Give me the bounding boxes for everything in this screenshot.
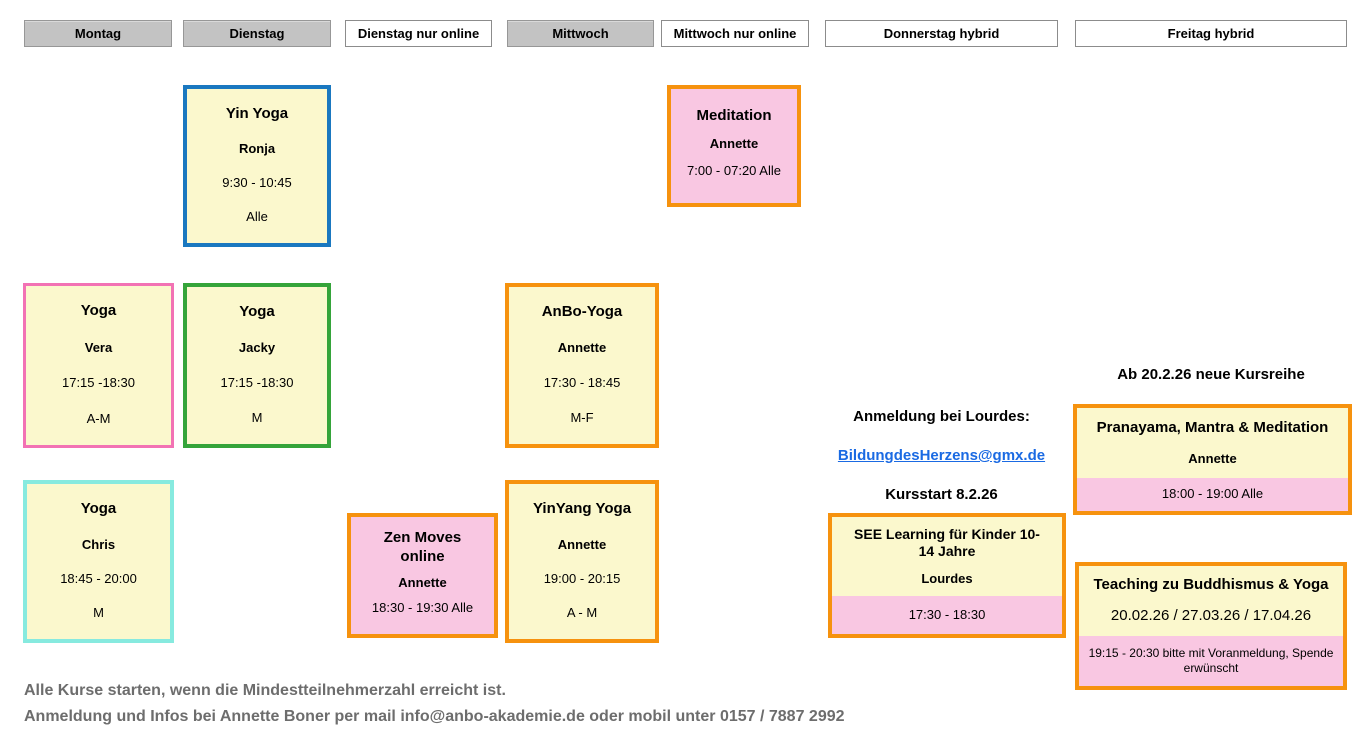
card-time-section: 18:00 - 19:00 Alle (1077, 478, 1348, 511)
course-time: 19:00 - 20:15 (543, 570, 621, 586)
course-card-yinyang-yoga: YinYang Yoga Annette 19:00 - 20:15 A - M (505, 480, 659, 643)
course-teacher-name: Annette (557, 536, 607, 552)
course-title: Yin Yoga (225, 105, 289, 122)
course-time: 9:30 - 10:45 (222, 175, 292, 190)
card-info-section: Teaching zu Buddhismus & Yoga 20.02.26 /… (1079, 566, 1343, 636)
card-info-section: SEE Learning für Kinder 10-14 Jahre Lour… (832, 517, 1062, 596)
course-card-zen-moves-online: Zen Moves online Annette 18:30 - 19:30 A… (347, 513, 498, 638)
course-level: M (251, 409, 263, 425)
day-header-mittwoch-nur-online: Mittwoch nur online (661, 20, 809, 47)
course-teacher-name: Annette (557, 340, 607, 356)
course-title: AnBo-Yoga (541, 303, 623, 320)
course-card-yoga-vera: Yoga Vera 17:15 -18:30 A-M (23, 283, 174, 448)
course-teacher-name: Annette (1188, 451, 1237, 466)
course-time: 17:30 - 18:45 (543, 375, 621, 390)
email-link[interactable]: BildungdesHerzens@gmx.de (837, 447, 1046, 464)
course-time: 18:30 - 19:30 Alle (371, 599, 474, 615)
registration-contact-note: Anmeldung bei Lourdes: (853, 408, 1030, 425)
course-card-yoga-chris: Yoga Chris 18:45 - 20:00 M (23, 480, 174, 643)
course-card-pranayama: Pranayama, Mantra & Meditation Annette 1… (1073, 404, 1352, 515)
course-teacher-name: Annette (398, 575, 447, 590)
course-dates: 20.02.26 / 27.03.26 / 17.04.26 (1110, 607, 1312, 625)
course-title: Yoga (80, 302, 117, 319)
course-title: Zen Moves online (383, 529, 462, 565)
card-time-section: 17:30 - 18:30 (832, 596, 1062, 634)
day-header-montag: Montag (24, 20, 172, 47)
course-teacher-name: Chris (81, 536, 116, 552)
day-header-dienstag: Dienstag (183, 20, 331, 47)
course-start-note: Kursstart 8.2.26 (885, 486, 998, 503)
course-title: Pranayama, Mantra & Meditation (1096, 418, 1329, 436)
day-header-mittwoch: Mittwoch (507, 20, 654, 47)
course-teacher-name: Lourdes (921, 570, 973, 586)
course-title: Teaching zu Buddhismus & Yoga (1093, 576, 1329, 594)
course-teacher-name: Jacky (238, 340, 276, 356)
card-info-section: Pranayama, Mantra & Meditation Annette (1077, 408, 1348, 478)
course-card-teaching-buddhismus: Teaching zu Buddhismus & Yoga 20.02.26 /… (1075, 562, 1347, 690)
course-level: A-M (86, 410, 111, 426)
course-title: Yoga (80, 500, 117, 517)
day-header-dienstag-nur-online: Dienstag nur online (345, 20, 492, 47)
course-time: 18:00 - 19:00 Alle (1161, 486, 1264, 502)
day-header-donnerstag-hybrid: Donnerstag hybrid (825, 20, 1058, 47)
course-title: Yoga (239, 303, 275, 320)
course-title: Meditation (696, 107, 772, 124)
course-card-see-learning: SEE Learning für Kinder 10-14 Jahre Lour… (828, 513, 1066, 638)
course-time: 17:15 -18:30 (61, 375, 135, 391)
course-level: A - M (566, 604, 598, 620)
course-teacher-name: Annette (709, 136, 759, 152)
course-teacher-name: Vera (84, 339, 113, 355)
course-time: 7:00 - 07:20 Alle (687, 162, 781, 178)
course-time-note: 19:15 - 20:30 bitte mit Voranmeldung, Sp… (1088, 646, 1334, 675)
course-teacher-name: Ronja (238, 141, 276, 157)
course-level: Alle (246, 208, 268, 224)
course-time: 17:30 - 18:30 (908, 606, 986, 622)
footer-note-min-participants: Alle Kurse starten, wenn die Mindestteil… (24, 682, 506, 699)
course-card-yoga-jacky: Yoga Jacky 17:15 -18:30 M (183, 283, 331, 448)
course-card-meditation: Meditation Annette 7:00 - 07:20 Alle (667, 85, 801, 207)
day-header-freitag-hybrid: Freitag hybrid (1075, 20, 1347, 47)
card-time-section: 19:15 - 20:30 bitte mit Voranmeldung, Sp… (1079, 636, 1343, 686)
new-course-series-note: Ab 20.2.26 neue Kursreihe (1117, 366, 1305, 383)
course-title: YinYang Yoga (532, 500, 632, 517)
course-level: M (93, 604, 104, 620)
course-time: 17:15 -18:30 (220, 375, 294, 390)
course-card-yin-yoga: Yin Yoga Ronja 9:30 - 10:45 Alle (183, 85, 331, 247)
course-title: SEE Learning für Kinder 10-14 Jahre (854, 525, 1040, 560)
course-level: M-F (570, 409, 594, 425)
footer-note-contact: Anmeldung und Infos bei Annette Boner pe… (24, 708, 845, 725)
course-card-anbo-yoga: AnBo-Yoga Annette 17:30 - 18:45 M-F (505, 283, 659, 448)
course-time: 18:45 - 20:00 (60, 570, 137, 586)
